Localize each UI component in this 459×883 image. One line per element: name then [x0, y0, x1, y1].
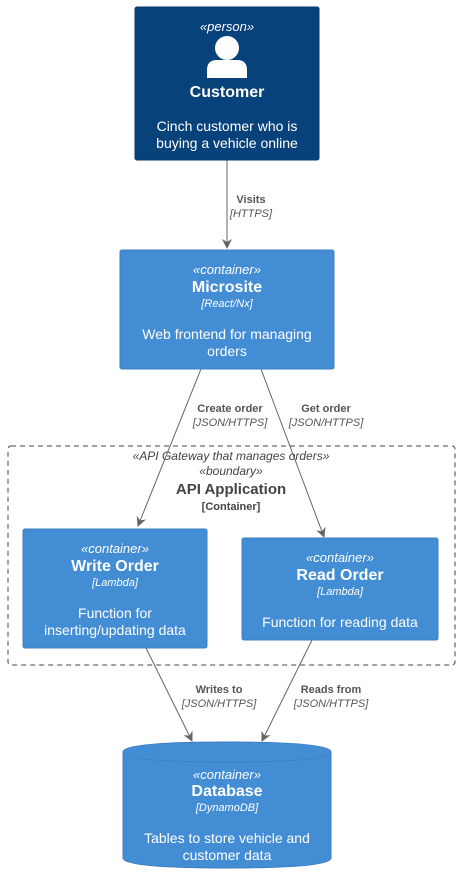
database-node[interactable]: «container» Database [DynamoDB] Tables t… [122, 741, 332, 869]
edge-visits-label: Visits [236, 194, 265, 206]
microsite-box [119, 249, 335, 370]
edge-create-order: Create order [JSON/HTTPS] [136, 368, 269, 527]
database-cylinder-rim [122, 751, 332, 763]
write-order-title: Write Order [71, 558, 159, 575]
api-application-boundary: «API Gateway that manages orders» «bound… [7, 445, 456, 666]
edge-reads-from-label: Reads from [301, 684, 362, 696]
database-desc-line-2: customer data [183, 847, 272, 863]
edge-reads-from-line [261, 639, 313, 742]
microsite-desc-line-2: orders [207, 343, 247, 359]
write-order-node[interactable]: «container» Write Order [Lambda] Functio… [22, 528, 208, 649]
database-title: Database [191, 783, 262, 800]
read-order-node[interactable]: «container» Read Order [Lambda] Function… [241, 537, 439, 641]
person-icon [207, 36, 247, 78]
edge-reads-from-tech: [JSON/HTTPS] [293, 698, 370, 710]
write-order-desc-line-1: Function for [78, 605, 152, 621]
read-order-box [241, 537, 439, 641]
read-order-title: Read Order [296, 567, 383, 584]
read-order-stereotype: «container» [306, 550, 374, 565]
edge-visits-tech: [HTTPS] [229, 208, 273, 220]
edge-get-order-line [260, 368, 326, 538]
microsite-desc-line-1: Web frontend for managing [142, 326, 311, 342]
boundary-title: API Application [176, 481, 286, 498]
edge-writes-to: Writes to [JSON/HTTPS] [145, 647, 258, 742]
write-order-box [22, 528, 208, 649]
microsite-tech: [React/Nx] [200, 298, 253, 310]
boundary-frame [7, 445, 456, 666]
database-tech: [DynamoDB] [195, 802, 259, 814]
write-order-desc-line-2: inserting/updating data [44, 622, 186, 638]
edge-get-order: Get order [JSON/HTTPS] [260, 368, 365, 538]
customer-stereotype: «person» [200, 19, 254, 34]
edge-create-order-tech: [JSON/HTTPS] [192, 417, 269, 429]
customer-desc-line-2: buying a vehicle online [156, 135, 298, 151]
read-order-desc-line-1: Function for reading data [262, 614, 418, 630]
database-desc-line-1: Tables to store vehicle and [144, 830, 310, 846]
edge-writes-to-tech: [JSON/HTTPS] [181, 698, 258, 710]
read-order-tech: [Lambda] [316, 586, 364, 598]
microsite-title: Microsite [192, 279, 262, 296]
database-cylinder-body [122, 741, 332, 869]
customer-desc-line-1: Cinch customer who is [157, 118, 298, 134]
microsite-stereotype: «container» [193, 262, 261, 277]
write-order-tech: [Lambda] [91, 577, 139, 589]
edge-writes-to-label: Writes to [196, 684, 243, 696]
microsite-node[interactable]: «container» Microsite [React/Nx] Web fro… [119, 249, 335, 370]
customer-title: Customer [190, 84, 265, 101]
edge-create-order-line [136, 368, 202, 527]
edge-visits: Visits [HTTPS] [222, 160, 273, 249]
edge-get-order-tech: [JSON/HTTPS] [288, 417, 365, 429]
edge-reads-from: Reads from [JSON/HTTPS] [261, 639, 370, 742]
customer-box [134, 6, 320, 161]
edge-writes-to-line [145, 647, 193, 742]
customer-node[interactable]: «person» Customer Cinch customer who is … [134, 6, 320, 161]
boundary-stereotype-1: «API Gateway that manages orders» [133, 449, 330, 463]
edge-get-order-label: Get order [301, 403, 351, 415]
write-order-stereotype: «container» [81, 541, 149, 556]
boundary-stereotype-2: «boundary» [199, 464, 263, 478]
boundary-type: [Container] [202, 501, 261, 513]
edge-create-order-label: Create order [197, 403, 263, 415]
database-stereotype: «container» [193, 767, 261, 782]
